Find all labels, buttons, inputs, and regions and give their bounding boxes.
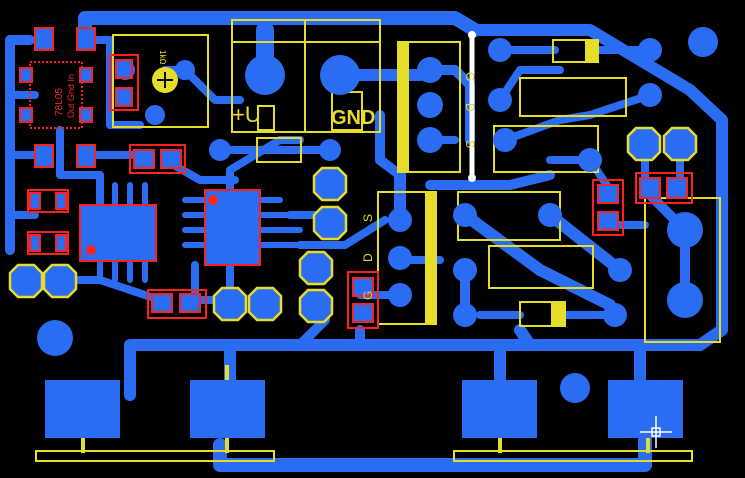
trimmer-icon	[152, 67, 178, 93]
ic-pin1-dot	[208, 195, 218, 205]
mosfet-top-s-label: S	[463, 140, 477, 148]
mosfet-top-d-label: D	[463, 103, 477, 112]
mosfet-top-g-label: G	[463, 72, 477, 81]
mosfet-bot-d-label: D	[361, 253, 375, 262]
crosshair-cursor-icon	[640, 416, 672, 448]
smd-pads	[19, 27, 693, 329]
jumper-wire	[468, 31, 476, 182]
regulator-part-label: 78L05	[54, 88, 65, 116]
trimmer-mark-label: 1kΩ	[158, 50, 167, 64]
resistor-top-label: 1.0	[41, 197, 55, 208]
mosfet-bot-g-label: G	[361, 291, 375, 300]
octagon-pads	[8, 126, 698, 324]
resistor-bottom-label: 1.0	[41, 239, 55, 250]
mosfet-bot-s-label: S	[361, 214, 375, 222]
trimmer-outline	[112, 34, 209, 128]
power-plus-label: +U	[232, 102, 261, 127]
power-gnd-label: GND	[331, 107, 375, 129]
copper-traces	[5, 11, 728, 472]
silkscreen	[35, 19, 721, 462]
copper-pads	[37, 27, 718, 438]
ic-pin1-dot	[86, 245, 96, 255]
regulator-pin-label: Out Gnd In	[66, 74, 76, 118]
